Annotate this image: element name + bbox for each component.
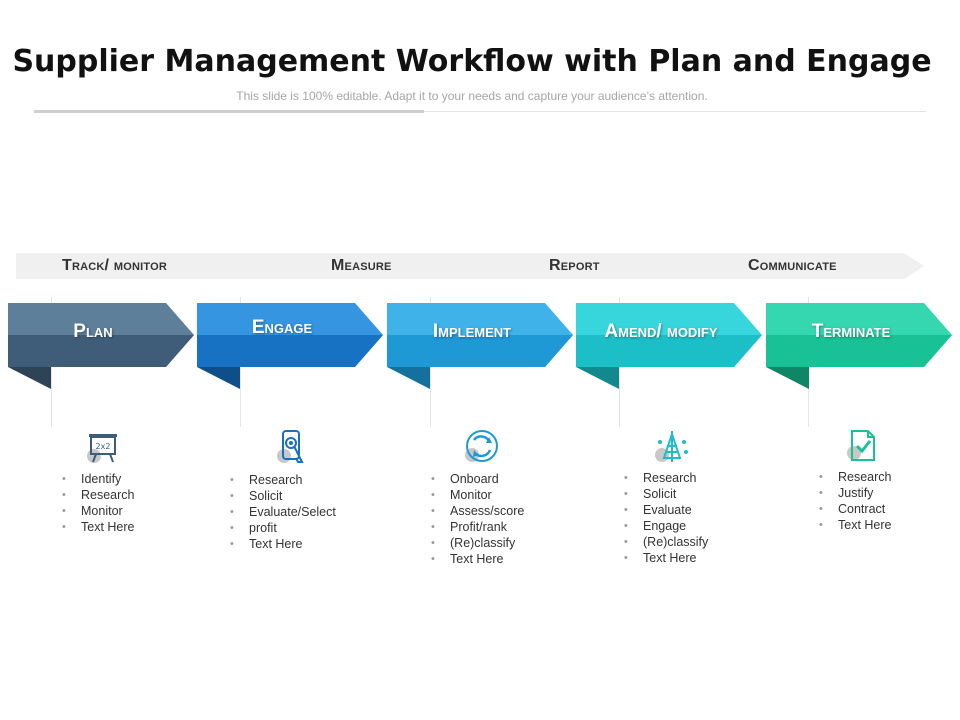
list-item: Solicit: [624, 486, 708, 502]
step-label-engage: Engage: [251, 317, 313, 338]
step-amend-modify: Amend/ modify: [576, 303, 762, 389]
stage-arrow-bar: [16, 253, 924, 279]
stage-label-communicate: Communicate: [748, 257, 837, 274]
list-item: (Re)classify: [624, 534, 708, 550]
network-tower-icon: [652, 428, 692, 468]
step-implement: Implement: [387, 303, 573, 389]
list-item: Text Here: [230, 536, 336, 552]
step-terminate: Terminate: [766, 303, 952, 389]
cycle-arrows-icon: [462, 428, 502, 468]
document-check-icon: [842, 428, 882, 468]
list-item: Text Here: [62, 519, 135, 535]
list-item: Evaluate: [624, 502, 708, 518]
list-item: Engage: [624, 518, 708, 534]
step-plan-list: Identify Research Monitor Text Here: [62, 471, 135, 535]
list-item: Justify: [819, 485, 892, 501]
slide-subtitle: This slide is 100% editable. Adapt it to…: [236, 89, 708, 103]
list-item: profit: [230, 520, 336, 536]
step-engage: Engage: [197, 303, 383, 389]
stage-label-report: Report: [549, 257, 600, 274]
step-label-amend-modify: Amend/ modify: [604, 321, 718, 342]
list-item: Identify: [62, 471, 135, 487]
list-item: Research: [819, 469, 892, 485]
list-item: Monitor: [431, 487, 524, 503]
step-plan: Plan: [8, 303, 194, 389]
title-divider: [34, 111, 926, 112]
list-item: Profit/rank: [431, 519, 524, 535]
list-item: Evaluate/Select: [230, 504, 336, 520]
step-implement-list: Onboard Monitor Assess/score Profit/rank…: [431, 471, 524, 567]
title-divider-accent: [34, 110, 424, 113]
list-item: (Re)classify: [431, 535, 524, 551]
step-label-implement: Implement: [432, 321, 512, 342]
step-terminate-list: Research Justify Contract Text Here: [819, 469, 892, 533]
step-engage-list: Research Solicit Evaluate/Select profit …: [230, 472, 336, 552]
list-item: Monitor: [62, 503, 135, 519]
list-item: Research: [230, 472, 336, 488]
svg-text:2x2: 2x2: [96, 442, 111, 451]
list-item: Solicit: [230, 488, 336, 504]
step-amend-modify-list: Research Solicit Evaluate Engage (Re)cla…: [624, 470, 708, 566]
step-label-plan: Plan: [73, 321, 113, 342]
mobile-touch-icon: [272, 428, 312, 468]
step-label-terminate: Terminate: [811, 321, 891, 342]
stage-label-measure: Measure: [331, 257, 392, 274]
list-item: Text Here: [431, 551, 524, 567]
list-item: Research: [62, 487, 135, 503]
strategy-board-icon: 2x2: [84, 428, 124, 468]
slide-title: Supplier Management Workflow with Plan a…: [12, 44, 932, 79]
list-item: Contract: [819, 501, 892, 517]
list-item: Text Here: [624, 550, 708, 566]
list-item: Assess/score: [431, 503, 524, 519]
list-item: Research: [624, 470, 708, 486]
list-item: Onboard: [431, 471, 524, 487]
stage-label-track: Track/ monitor: [62, 257, 167, 274]
list-item: Text Here: [819, 517, 892, 533]
